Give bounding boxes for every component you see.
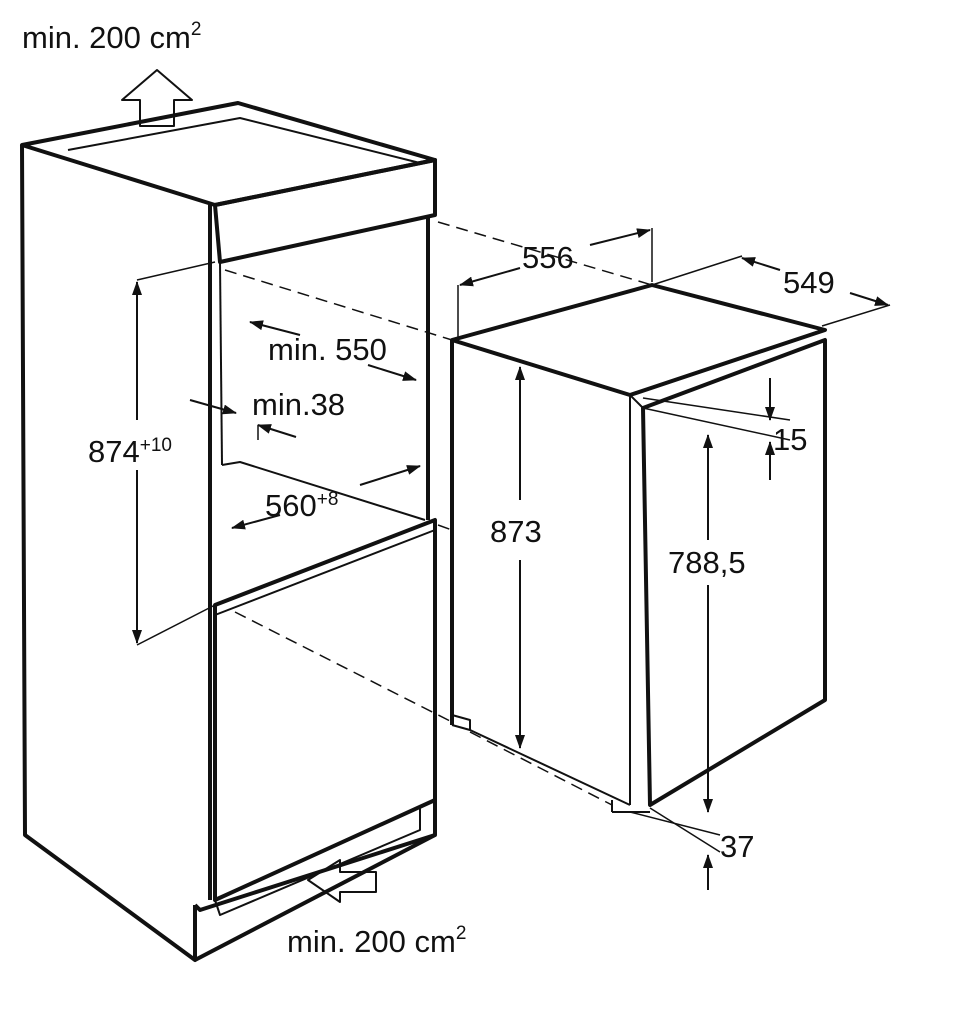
door-bottom-offset-label: 37 xyxy=(720,829,754,864)
niche-gap-label: min.38 xyxy=(252,387,345,422)
dimension-lines xyxy=(132,228,891,890)
niche-depth-label: min. 550 xyxy=(268,332,387,367)
door-top-offset-label: 15 xyxy=(773,422,807,457)
ventilation-top-label: min. 200 cm2 xyxy=(22,19,201,55)
appliance-drawing xyxy=(450,283,827,813)
appliance-width-label: 556 xyxy=(522,240,574,275)
projection-lines xyxy=(224,221,653,806)
niche-height-label: 874+10 xyxy=(88,434,172,469)
niche-width-label: 560+8 xyxy=(265,488,338,523)
air-outlet-arrow-icon xyxy=(121,69,193,127)
appliance-depth-label: 549 xyxy=(783,265,835,300)
air-inlet-arrow-icon xyxy=(307,859,377,903)
cabinet-drawing xyxy=(20,101,437,962)
appliance-height-label: 873 xyxy=(490,514,542,549)
door-height-label: 788,5 xyxy=(668,545,746,580)
ventilation-bottom-label: min. 200 cm2 xyxy=(287,923,466,959)
